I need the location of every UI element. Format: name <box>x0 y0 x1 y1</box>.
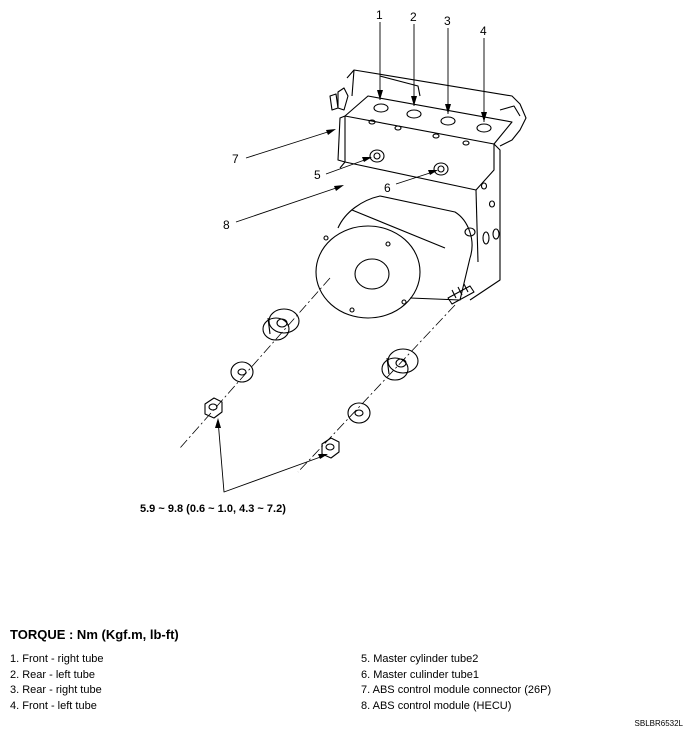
callout-4: 4 <box>480 24 487 38</box>
figure-code: SBLBR6532L <box>634 719 683 728</box>
module-bracket <box>329 69 527 147</box>
callout-1: 1 <box>376 8 383 22</box>
brake-tube-ports <box>368 103 492 146</box>
block-side-features <box>464 182 500 245</box>
callout-5: 5 <box>314 168 321 182</box>
legend-item-rear-right-tube: 3. Rear - right tube <box>10 684 102 696</box>
nut-torque-spec: 5.9 ~ 9.8 (0.6 ~ 1.0, 4.3 ~ 7.2) <box>140 503 286 515</box>
legend-item-front-right-tube: 1. Front - right tube <box>10 653 104 665</box>
left-bushing <box>262 308 300 341</box>
legend-item-front-left-tube: 4. Front - left tube <box>10 699 97 712</box>
legend-item-master-cylinder-tube1: 6. Master culinder tube1 <box>361 668 480 681</box>
callout-2: 2 <box>410 10 417 24</box>
legend-left-column: 1. Front - right tube 2. Rear - left tub… <box>10 652 104 714</box>
legend-right-column: 5. Master cylinder tube2 6. Master culin… <box>361 652 551 714</box>
legend-item-abs-connector: 7. ABS control module connector (26P) <box>361 684 552 696</box>
centerlines <box>179 277 456 473</box>
right-washer <box>347 402 371 424</box>
torque-heading: TORQUE : Nm (Kgf.m, lb-ft) <box>10 627 179 642</box>
leader-lines <box>217 22 485 493</box>
legend-item-abs-module: 8. ABS control module (HECU) <box>361 699 512 712</box>
hydraulic-block <box>337 95 513 301</box>
right-bushing <box>381 348 419 381</box>
arrowheads <box>215 90 487 459</box>
callout-7: 7 <box>232 152 239 166</box>
legend-item-master-cylinder-tube2: 5. Master cylinder tube2 <box>361 653 479 665</box>
callout-8: 8 <box>223 218 230 232</box>
left-washer <box>230 361 254 383</box>
legend-item-rear-left-tube: 2. Rear - left tube <box>10 668 95 681</box>
callout-6: 6 <box>384 181 391 195</box>
master-cylinder-ports <box>369 149 449 176</box>
motor-housing <box>315 195 473 319</box>
left-nut <box>204 397 223 419</box>
callout-3: 3 <box>444 14 451 28</box>
mounting-stud <box>447 283 475 305</box>
